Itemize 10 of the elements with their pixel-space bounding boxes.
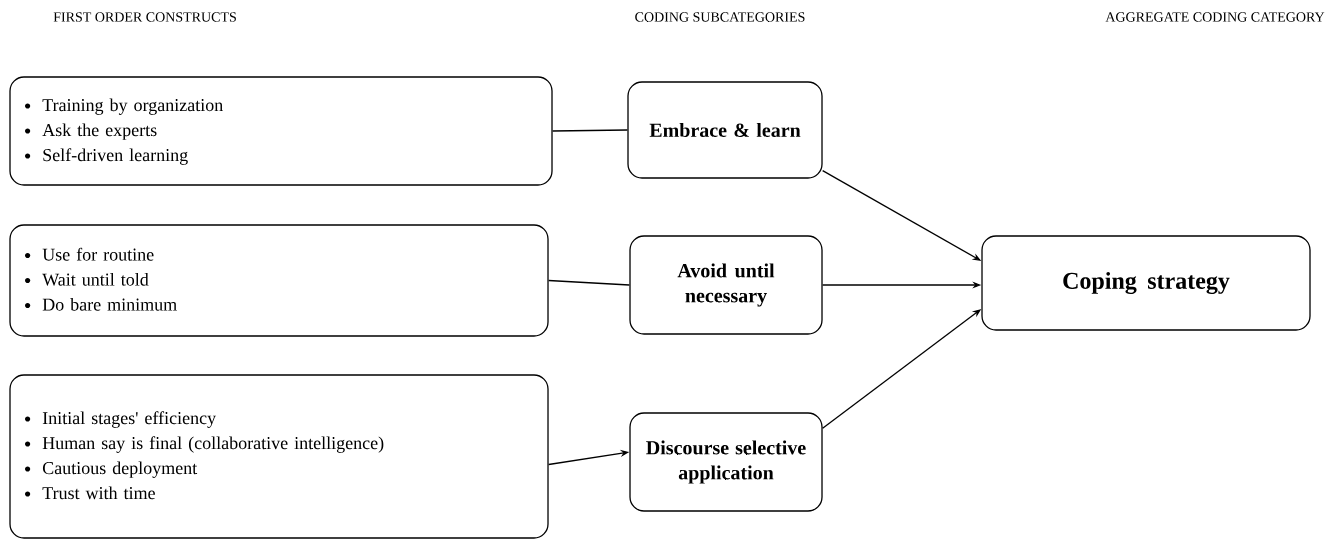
list-box: Training by organization Ask the experts Self-driven learning: [9, 76, 553, 186]
column-heading: FIRST ORDER CONSTRUCTS: [53, 12, 236, 22]
category-box: Discourse selective application: [629, 412, 823, 512]
column-heading: CODING SUBCATEGORIES: [635, 12, 805, 22]
category-box: Coping strategy: [981, 235, 1311, 331]
category-box: Embrace & learn: [627, 81, 823, 179]
category-box: Avoid until necessary: [629, 235, 823, 335]
column-heading: AGGREGATE CODING CATEGORY: [1105, 12, 1325, 22]
list-box: Use for routine Wait until told Do bare minimum: [9, 224, 549, 337]
list-box: Initial stages' efficiency Human say is final (collaborative intelligence) Cautious deployment Trust with time: [9, 374, 549, 539]
